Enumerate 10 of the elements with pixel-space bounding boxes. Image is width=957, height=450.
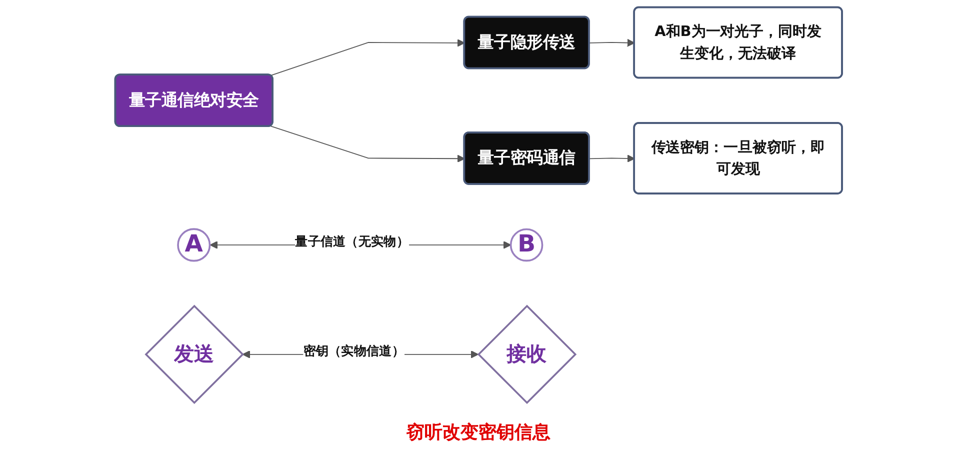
arrow	[270, 38, 465, 76]
arrow	[588, 154, 635, 162]
edge-label: 密钥（实物信道）	[303, 344, 404, 358]
node-circle: A	[176, 228, 211, 262]
node-circle: B	[510, 228, 544, 262]
node-diamond: 发送	[144, 304, 244, 404]
arrow	[270, 126, 465, 163]
edge-label: 量子信道（无实物）	[295, 234, 409, 250]
note-text: 窃听改变密钥信息	[406, 421, 550, 444]
arrow	[588, 38, 635, 47]
